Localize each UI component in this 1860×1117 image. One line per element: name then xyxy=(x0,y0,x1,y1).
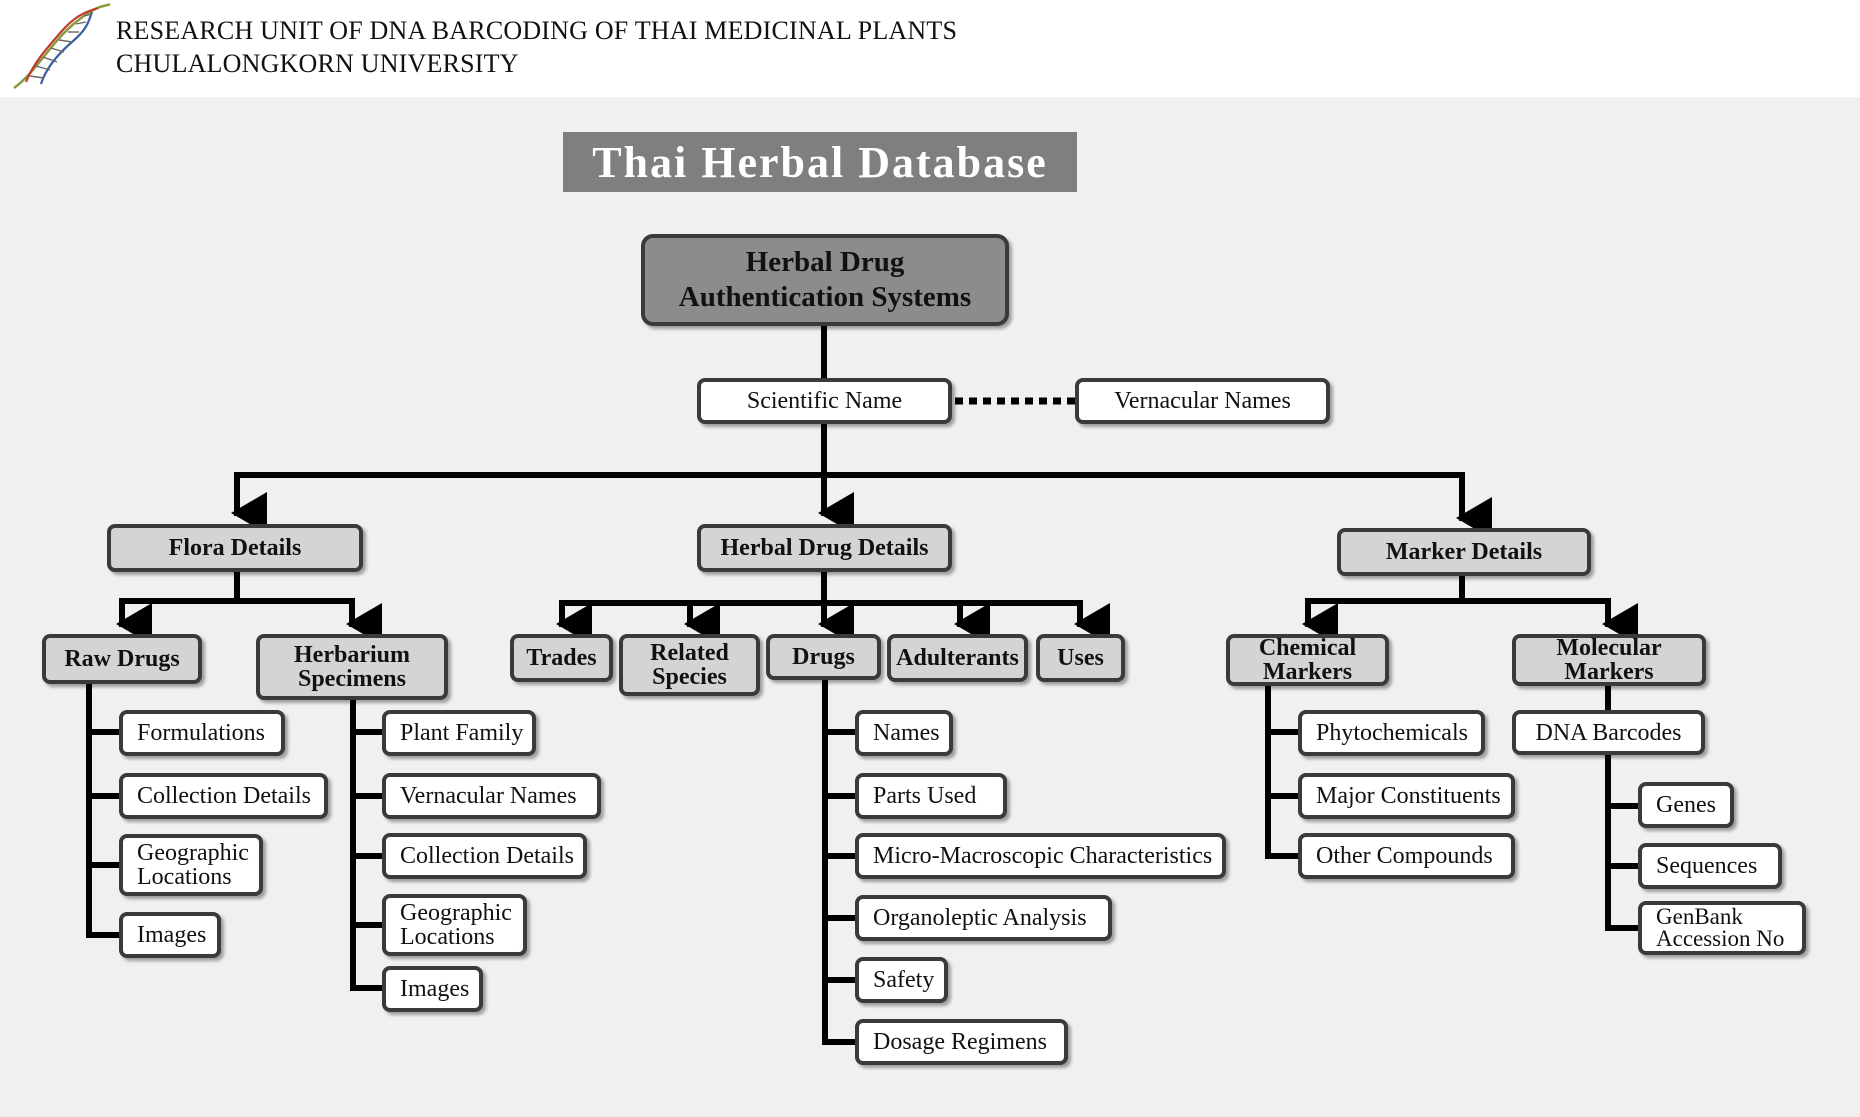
uses-node: Uses xyxy=(1036,634,1125,682)
molecular-markers-line-1: Molecular xyxy=(1556,635,1662,661)
dna-genes: Genes xyxy=(1638,782,1734,828)
trades-node: Trades xyxy=(510,634,613,682)
chemical-phytochemicals: Phytochemicals xyxy=(1298,710,1485,756)
flora-details-node: Flora Details xyxy=(107,524,363,572)
raw-drugs-collection-details: Collection Details xyxy=(119,773,328,819)
herbarium-line-1: Herbarium xyxy=(294,642,410,668)
herbarium-images: Images xyxy=(382,966,483,1012)
header-line-2: CHULALONGKORN UNIVERSITY xyxy=(116,49,519,78)
related-species-line-1: Related xyxy=(650,640,729,666)
herbarium-plant-family: Plant Family xyxy=(382,710,536,756)
root-line-1: Herbal Drug xyxy=(745,246,905,279)
raw-drugs-images: Images xyxy=(119,912,221,958)
chemical-markers-line-1: Chemical xyxy=(1258,635,1357,661)
drugs-parts-used: Parts Used xyxy=(855,773,1007,819)
marker-details-node: Marker Details xyxy=(1337,528,1591,576)
drugs-safety: Safety xyxy=(855,957,948,1003)
dna-sequences: Sequences xyxy=(1638,843,1782,889)
herbarium-collection-details: Collection Details xyxy=(382,833,587,879)
herbarium-line-2: Specimens xyxy=(297,666,406,692)
raw-drugs-node: Raw Drugs xyxy=(42,634,202,684)
chemical-other-compounds: Other Compounds xyxy=(1298,833,1515,879)
herbal-drug-details-node: Herbal Drug Details xyxy=(697,524,952,572)
vernacular-names-node: Vernacular Names xyxy=(1075,378,1330,424)
dna-helix-logo xyxy=(13,2,111,90)
chemical-markers-line-2: Markers xyxy=(1262,659,1353,685)
chemical-major-constituents: Major Constituents xyxy=(1298,773,1515,819)
dna-genbank-accession: GenBank Accession No xyxy=(1638,901,1806,955)
drugs-organoleptic-analysis: Organoleptic Analysis xyxy=(855,895,1112,941)
drugs-dosage-regimens: Dosage Regimens xyxy=(855,1019,1068,1065)
root-line-2: Authentication Systems xyxy=(678,281,972,313)
dna-barcodes-node: DNA Barcodes xyxy=(1512,710,1705,755)
drugs-names: Names xyxy=(855,710,953,756)
herbarium-geographic-locations: Geographic Locations xyxy=(382,894,527,956)
header: RESEARCH UNIT OF DNA BARCODING OF THAI M… xyxy=(0,0,1860,97)
header-line-1: RESEARCH UNIT OF DNA BARCODING OF THAI M… xyxy=(116,16,958,45)
related-species-line-2: Species xyxy=(652,664,727,690)
herbarium-vernacular-names: Vernacular Names xyxy=(382,773,601,819)
raw-drugs-formulations: Formulations xyxy=(119,710,285,756)
page-title: Thai Herbal Database xyxy=(563,132,1077,192)
adulterants-node: Adulterants xyxy=(887,634,1028,682)
drugs-node: Drugs xyxy=(766,634,881,680)
molecular-markers-line-2: Markers xyxy=(1564,659,1654,685)
raw-drugs-geographic-locations: Geographic Locations xyxy=(119,834,263,896)
drugs-micro-macroscopic: Micro-Macroscopic Characteristics xyxy=(855,833,1226,879)
scientific-name-node: Scientific Name xyxy=(697,378,952,424)
